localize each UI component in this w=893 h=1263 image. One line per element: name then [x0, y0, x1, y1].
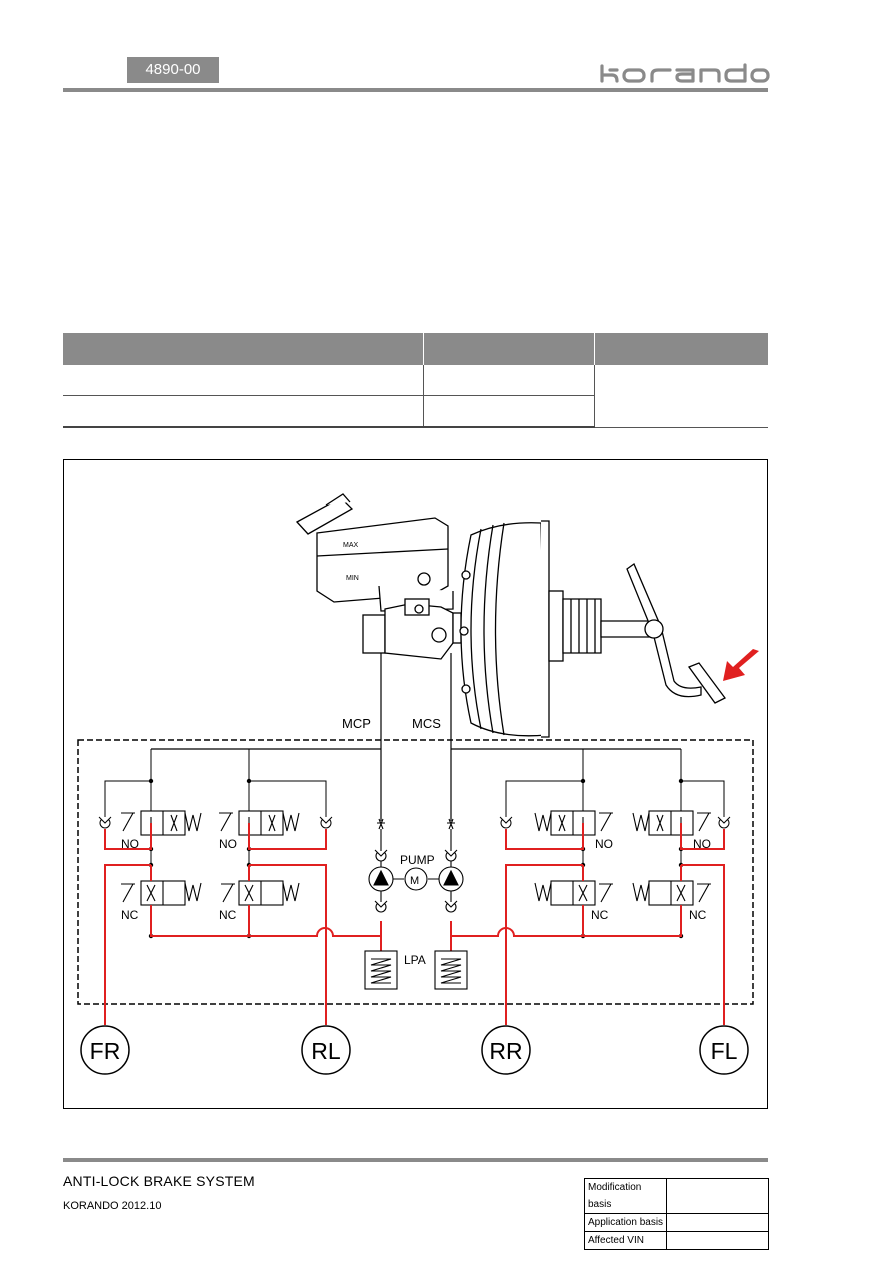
pump-label: PUMP	[400, 853, 435, 867]
master-cylinder-icon: MAX MIN	[295, 493, 462, 660]
svg-text:MIN: MIN	[346, 575, 359, 582]
table-cell	[593, 365, 768, 428]
brake-booster-icon	[459, 520, 650, 738]
svg-text:MAX: MAX	[343, 542, 359, 549]
modification-basis-label: Modification basis	[584, 1178, 667, 1214]
nc-valve-label: NC	[121, 908, 139, 922]
nc-valve-label: NC	[219, 908, 237, 922]
wheel-rl-icon	[301, 1025, 351, 1075]
table-cell	[63, 395, 423, 428]
footer-title: ANTI-LOCK BRAKE SYSTEM	[63, 1173, 255, 1189]
motor-label: M	[410, 875, 419, 887]
hydraulic-diagram-frame: MAX MIN MCP MCS	[63, 459, 768, 1109]
no-valve-label: NO	[121, 837, 139, 851]
table-row	[63, 395, 768, 428]
brake-pedal-icon	[626, 563, 726, 704]
spec-table-header	[63, 333, 768, 365]
lpa-label: LPA	[404, 953, 426, 967]
low-pressure-accumulator-icon	[364, 950, 468, 990]
affected-vin-value	[666, 1231, 769, 1250]
pump-motor-icon	[404, 867, 428, 891]
nc-valve-label: NC	[591, 908, 609, 922]
modification-basis-value	[666, 1178, 769, 1214]
application-basis-label: Application basis	[584, 1213, 667, 1232]
inlet-valve-icon	[121, 810, 186, 836]
nc-valve-label: NC	[689, 908, 707, 922]
mcs-label: MCS	[412, 716, 441, 731]
spec-header-cell	[422, 333, 594, 365]
table-row: Modification basis	[584, 1178, 769, 1214]
mcp-label: MCP	[342, 716, 371, 731]
wheel-fr-icon	[80, 1025, 130, 1075]
outlet-valve-icon	[648, 880, 711, 906]
table-row: Application basis	[584, 1213, 769, 1232]
abs-hydraulic-diagram: MAX MIN MCP MCS	[77, 493, 759, 1075]
outlet-valve-icon	[121, 880, 186, 906]
spec-header-cell	[63, 333, 423, 365]
no-valve-label: NO	[693, 837, 711, 851]
spec-table	[63, 333, 768, 428]
header-rule	[63, 88, 768, 92]
wheel-fl-icon	[699, 1025, 749, 1075]
no-valve-label: NO	[595, 837, 613, 851]
check-valve-icon	[374, 849, 458, 913]
affected-vin-label: Affected VIN	[584, 1231, 667, 1250]
table-cell	[422, 395, 594, 428]
korando-logo	[600, 63, 770, 83]
application-basis-value	[666, 1213, 769, 1232]
hydraulic-unit-boundary	[77, 739, 754, 1005]
table-cell	[422, 365, 594, 396]
table-row	[63, 365, 768, 428]
wheel-rr-label: RR	[489, 1038, 522, 1064]
inlet-valve-icon	[219, 810, 284, 836]
pedal-force-arrow-icon	[723, 649, 759, 681]
pump-icon	[368, 866, 464, 892]
modification-table: Modification basis Application basis Aff…	[584, 1178, 769, 1250]
wheel-rr-icon	[481, 1025, 531, 1075]
section-code-badge: 4890-00	[127, 57, 219, 83]
outlet-valve-icon	[221, 880, 284, 906]
wheel-fr-label: FR	[90, 1038, 121, 1064]
table-row: Affected VIN	[584, 1231, 769, 1250]
footer-rule	[63, 1158, 768, 1162]
footer-model: KORANDO 2012.10	[63, 1200, 162, 1212]
outlet-valve-icon	[550, 880, 613, 906]
wheel-fl-label: FL	[711, 1038, 738, 1064]
inlet-valve-icon	[550, 810, 613, 836]
inlet-valve-icon	[648, 810, 711, 836]
spec-header-cell	[593, 333, 768, 365]
wheel-rl-label: RL	[311, 1038, 341, 1064]
table-cell	[63, 365, 423, 396]
check-valve-icon	[98, 816, 731, 829]
no-valve-label: NO	[219, 837, 237, 851]
